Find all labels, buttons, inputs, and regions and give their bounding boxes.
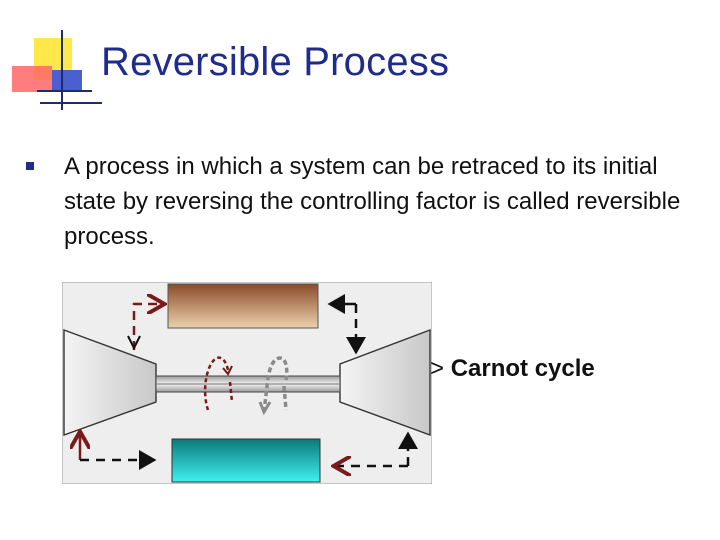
logo-vertical-line <box>61 30 63 110</box>
carnot-engine-diagram <box>62 282 432 484</box>
right-turbine <box>339 328 431 437</box>
heat-flow-arrow-top-left <box>127 304 162 351</box>
rotation-arrow-red-icon <box>203 356 234 411</box>
heat-flow-arrow-bottom-right <box>336 431 418 466</box>
logo-blue-square <box>52 70 82 92</box>
pointer-arrow-icon: > <box>430 355 445 382</box>
square-bullet-icon <box>26 162 34 170</box>
heat-flow-arrow-top-right <box>327 294 366 355</box>
cold-reservoir <box>171 438 321 483</box>
rotation-arrow-gray-icon <box>258 356 289 416</box>
logo-red-square <box>12 66 52 92</box>
logo-horizontal-line <box>37 90 92 92</box>
logo-horizontal-line-lower <box>40 102 102 104</box>
slide-title: Reversible Process <box>101 40 450 84</box>
carnot-cycle-label: > Carnot cycle <box>430 355 595 383</box>
carnot-cycle-text: Carnot cycle <box>450 355 595 382</box>
corner-logo-icon <box>0 0 110 115</box>
left-turbine <box>63 328 157 436</box>
heat-flow-arrow-bottom-left <box>80 434 157 470</box>
hot-reservoir <box>167 283 319 329</box>
bullet-text: A process in which a system can be retra… <box>64 153 681 250</box>
